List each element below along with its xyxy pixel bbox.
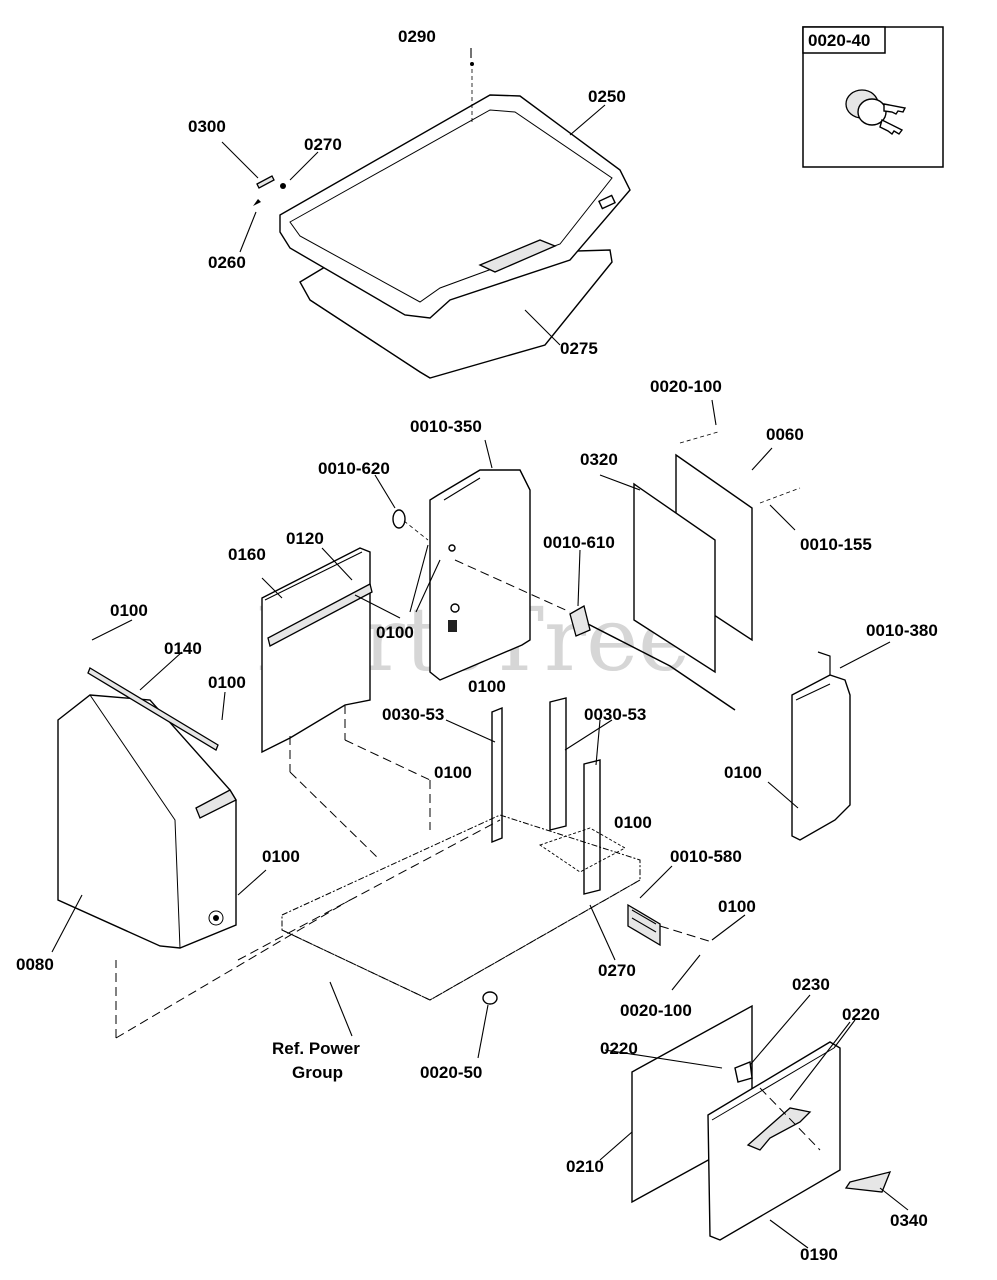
part-0010-350-back-panel bbox=[429, 469, 531, 681]
label-0290: 0290 bbox=[398, 27, 436, 46]
part-0250-lid bbox=[279, 94, 631, 319]
label-0100: 0100 bbox=[468, 677, 506, 696]
label-0030-53: 0030-53 bbox=[382, 705, 444, 724]
part-0270-dot bbox=[280, 183, 286, 189]
label-0100: 0100 bbox=[208, 673, 246, 692]
label-0340: 0340 bbox=[890, 1211, 928, 1230]
part-0010-610-cable bbox=[454, 559, 736, 711]
label-0010-580: 0010-580 bbox=[670, 847, 742, 866]
label-0300: 0300 bbox=[188, 117, 226, 136]
part-0030-53-posts bbox=[491, 697, 601, 895]
lid-assembly bbox=[253, 62, 631, 379]
label-0220: 0220 bbox=[842, 1005, 880, 1024]
label-0100: 0100 bbox=[614, 813, 652, 832]
label-0190: 0190 bbox=[800, 1245, 838, 1264]
label-0100: 0100 bbox=[718, 897, 756, 916]
base-frame-ref-power-group bbox=[281, 814, 641, 1001]
part-0010-380-side-panel bbox=[791, 651, 851, 841]
label-0275: 0275 bbox=[560, 339, 598, 358]
part-0140-bar bbox=[87, 667, 219, 751]
part-0340-handle bbox=[844, 1171, 892, 1193]
part-0020-50-knob bbox=[482, 991, 498, 1005]
label-0060: 0060 bbox=[766, 425, 804, 444]
label-0160: 0160 bbox=[228, 545, 266, 564]
label-0250: 0250 bbox=[588, 87, 626, 106]
part-0010-580-bracket bbox=[627, 903, 661, 947]
label-0270: 0270 bbox=[598, 961, 636, 980]
label-0230: 0230 bbox=[792, 975, 830, 994]
part-0300 bbox=[256, 175, 275, 189]
label-0020-100: 0020-100 bbox=[650, 377, 722, 396]
part-0080-front-shroud bbox=[57, 694, 237, 949]
label-0010-610: 0010-610 bbox=[543, 533, 615, 552]
label-0020-50: 0020-50 bbox=[420, 1063, 482, 1082]
label-0270: 0270 bbox=[304, 135, 342, 154]
alignment-dashes bbox=[115, 705, 821, 1151]
inset-label: 0020-40 bbox=[808, 31, 870, 50]
label-0030-53: 0030-53 bbox=[584, 705, 646, 724]
label-0100: 0100 bbox=[376, 623, 414, 642]
label-0260: 0260 bbox=[208, 253, 246, 272]
part-0120-bracket bbox=[267, 583, 373, 647]
label-0020-100: 0020-100 bbox=[620, 1001, 692, 1020]
label-0220: 0220 bbox=[600, 1039, 638, 1058]
part-0010-620-washer bbox=[392, 509, 429, 541]
label-0100: 0100 bbox=[434, 763, 472, 782]
label-ref-power-line1: Ref. Power bbox=[272, 1039, 360, 1058]
label-0080: 0080 bbox=[16, 955, 54, 974]
inset-box-keys[interactable]: 0020-40 bbox=[802, 26, 944, 168]
label-0320: 0320 bbox=[580, 450, 618, 469]
label-0010-350: 0010-350 bbox=[410, 417, 482, 436]
label-0100: 0100 bbox=[724, 763, 762, 782]
label-0120: 0120 bbox=[286, 529, 324, 548]
label-0010-155: 0010-155 bbox=[800, 535, 872, 554]
label-0140: 0140 bbox=[164, 639, 202, 658]
label-0010-620: 0010-620 bbox=[318, 459, 390, 478]
part-0230-latch bbox=[734, 1061, 753, 1083]
label-ref-power-line2: Group bbox=[292, 1063, 343, 1082]
part-0190-door bbox=[707, 1041, 841, 1241]
label-0100: 0100 bbox=[110, 601, 148, 620]
keys-icon bbox=[845, 89, 907, 136]
label-0210: 0210 bbox=[566, 1157, 604, 1176]
part-0160-side-panel bbox=[261, 547, 373, 754]
part-0320-panel bbox=[633, 482, 716, 674]
lid-handle bbox=[478, 239, 557, 273]
label-0010-380: 0010-380 bbox=[866, 621, 938, 640]
callout-labels: 0290 0250 0300 0270 0260 0275 0020-100 0… bbox=[16, 27, 938, 1264]
part-0260 bbox=[253, 199, 261, 206]
label-0100: 0100 bbox=[262, 847, 300, 866]
